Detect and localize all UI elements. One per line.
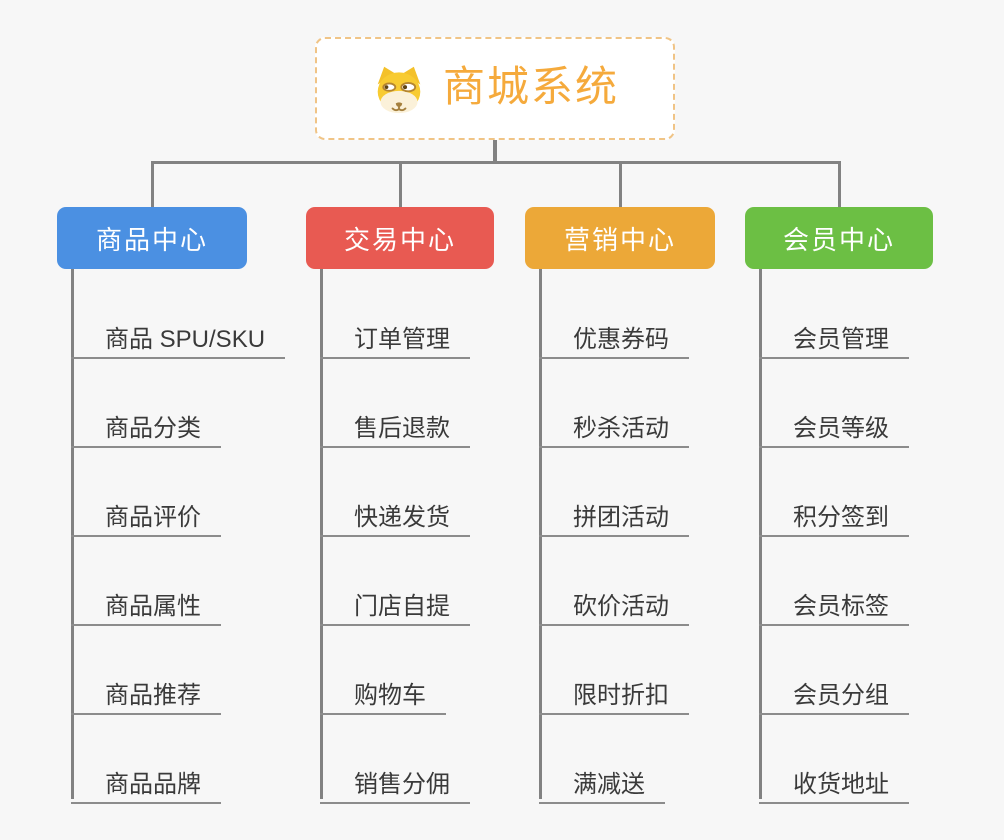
leaf-node[interactable]: 会员标签: [759, 575, 909, 626]
branch-drop-line: [837, 161, 841, 208]
leaf-node[interactable]: 会员管理: [759, 308, 909, 359]
branch-trunk-line: [539, 268, 542, 799]
leaf-node[interactable]: 秒杀活动: [539, 397, 689, 448]
doge-icon: [371, 64, 427, 114]
leaf-node[interactable]: 商品属性: [71, 575, 221, 626]
branch-drop-line: [618, 161, 622, 208]
branch-node-product-center[interactable]: 商品中心: [57, 207, 247, 269]
branch-node-trade-center[interactable]: 交易中心: [306, 207, 494, 269]
leaf-node[interactable]: 快递发货: [320, 486, 470, 537]
branch-trunk-line: [320, 268, 323, 799]
leaf-node[interactable]: 商品推荐: [71, 664, 221, 715]
leaf-node[interactable]: 砍价活动: [539, 575, 689, 626]
leaf-node[interactable]: 积分签到: [759, 486, 909, 537]
branch-trunk-line: [71, 268, 74, 799]
leaf-node[interactable]: 商品分类: [71, 397, 221, 448]
branch-trunk-line: [759, 268, 762, 799]
branch-node-marketing-center[interactable]: 营销中心: [525, 207, 715, 269]
leaf-node[interactable]: 商品评价: [71, 486, 221, 537]
leaf-node[interactable]: 门店自提: [320, 575, 470, 626]
leaf-node[interactable]: 售后退款: [320, 397, 470, 448]
root-title: 商城系统: [442, 62, 619, 110]
leaf-node[interactable]: 销售分佣: [320, 753, 470, 804]
root-stem-line: [493, 140, 497, 164]
branch-drop-line: [150, 161, 154, 208]
leaf-node[interactable]: 收货地址: [759, 753, 909, 804]
leaf-node[interactable]: 满减送: [539, 753, 665, 804]
leaf-node[interactable]: 会员等级: [759, 397, 909, 448]
branch-bus-line: [150, 161, 841, 164]
leaf-node[interactable]: 商品 SPU/SKU: [71, 308, 286, 359]
branch-node-member-center[interactable]: 会员中心: [745, 207, 933, 269]
leaf-node[interactable]: 订单管理: [320, 308, 470, 359]
leaf-node[interactable]: 优惠券码: [539, 308, 689, 359]
leaf-node[interactable]: 拼团活动: [539, 486, 689, 537]
leaf-node[interactable]: 限时折扣: [539, 664, 689, 715]
root-node[interactable]: 商城系统: [315, 37, 675, 140]
leaf-node[interactable]: 商品品牌: [71, 753, 221, 804]
branch-drop-line: [398, 161, 402, 208]
leaf-node[interactable]: 会员分组: [759, 664, 909, 715]
leaf-node[interactable]: 购物车: [320, 664, 446, 715]
